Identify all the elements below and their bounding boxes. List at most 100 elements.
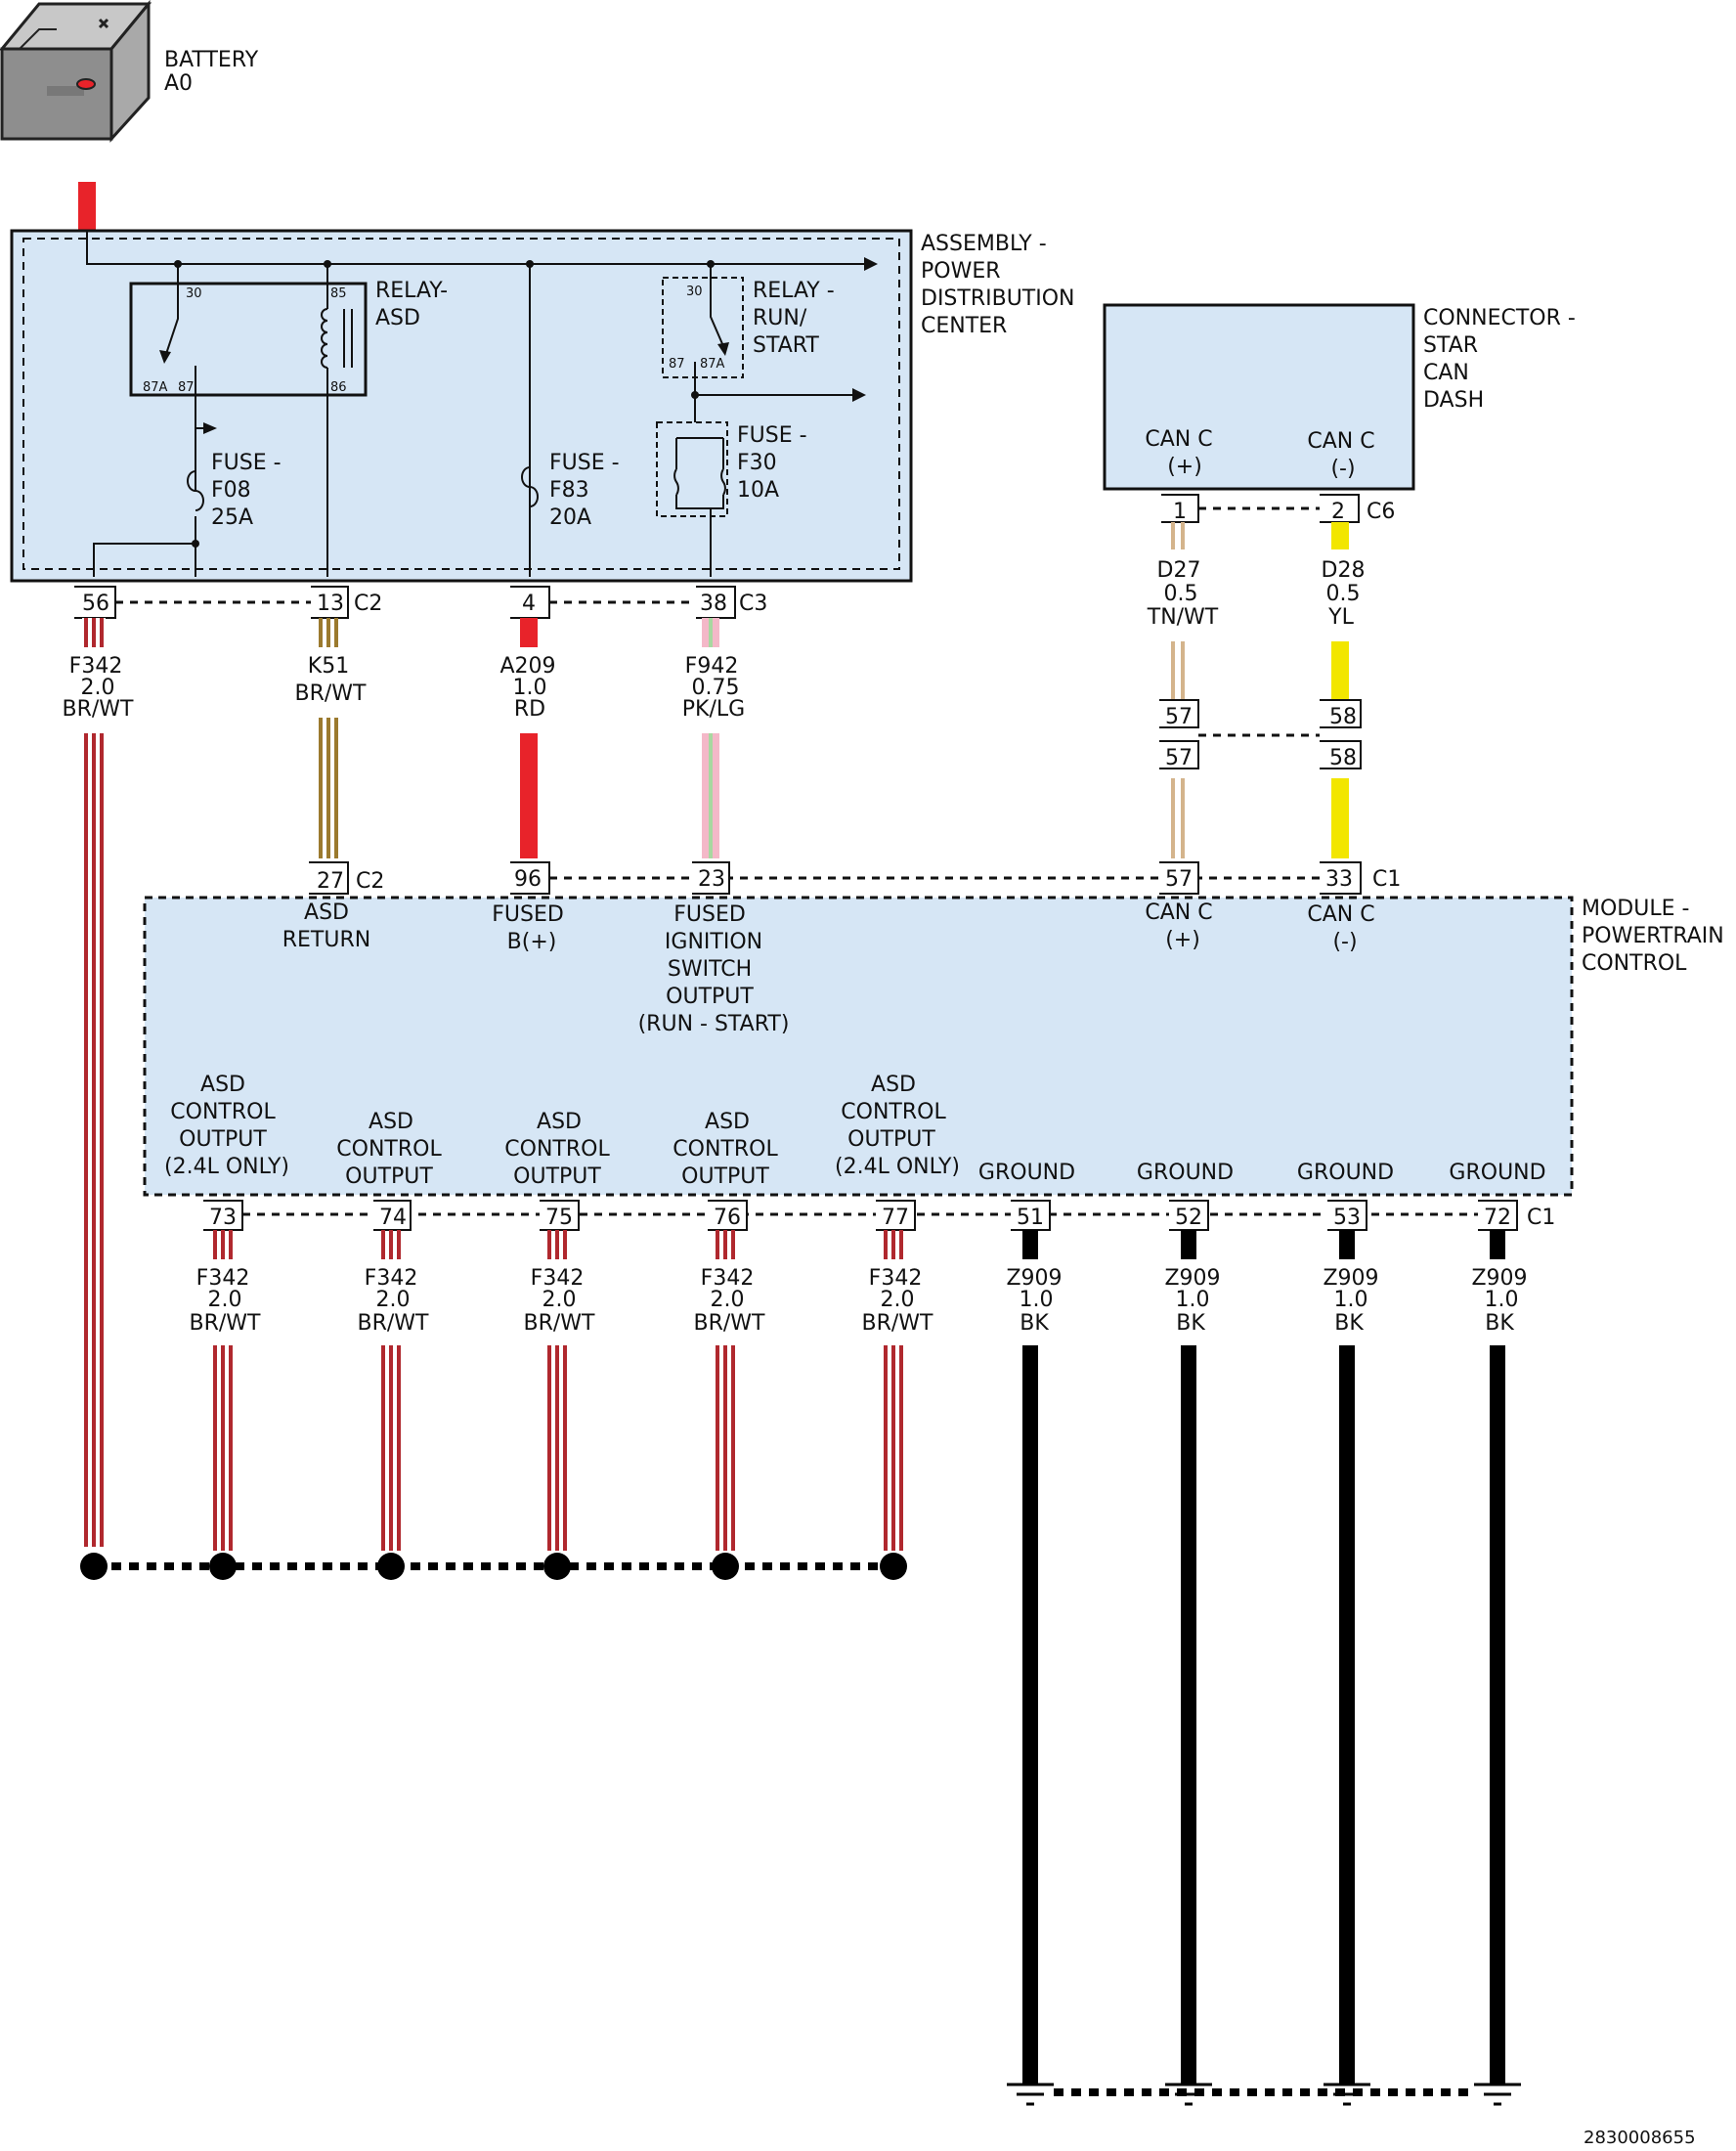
pdc-junction-dots bbox=[174, 260, 715, 548]
pcm-top-connector-c2: C2 bbox=[356, 869, 384, 894]
pcm-out-76-2: CONTROL bbox=[673, 1137, 778, 1162]
fuse-f83-icon bbox=[521, 466, 539, 577]
lower-br-wt-wires bbox=[213, 1230, 903, 1551]
inline-pin-58-top: 58 bbox=[1329, 705, 1357, 729]
lower-wire-74-color: BR/WT bbox=[358, 1311, 430, 1336]
battery-name: BATTERY bbox=[164, 48, 259, 72]
wire-f942 bbox=[702, 618, 719, 858]
pcm-label-can-minus-2: (-) bbox=[1332, 930, 1357, 954]
pcm-label-fused-ign-3: SWITCH bbox=[668, 957, 752, 982]
pcm-pin-57: 57 bbox=[1165, 867, 1193, 892]
pdc-pin-4: 4 bbox=[522, 592, 536, 616]
pdc-inner-border bbox=[22, 238, 900, 570]
lower-wire-74-size: 2.0 bbox=[376, 1288, 411, 1312]
wire-d28-size: 0.5 bbox=[1326, 582, 1361, 606]
inline-pin-boxes bbox=[1159, 699, 1362, 769]
pcm-pin-23: 23 bbox=[698, 867, 725, 892]
pdc-title-2: POWER bbox=[921, 259, 1001, 284]
pcm-out-74-1: ASD bbox=[369, 1110, 413, 1134]
lower-wire-53-size: 1.0 bbox=[1334, 1288, 1368, 1312]
lower-wire-75-color: BR/WT bbox=[524, 1311, 596, 1336]
wire-k51-code: K51 bbox=[308, 654, 349, 679]
svg-text:56 13 4 38: 56 13 4 38 bbox=[82, 592, 727, 616]
wire-d27-color: TN/WT bbox=[1147, 605, 1219, 630]
pcm-pin-53: 53 bbox=[1333, 1206, 1361, 1230]
svg-text:CAN C(+): CAN C(+) bbox=[1145, 427, 1212, 479]
fuse-f08-label-1: FUSE - bbox=[211, 451, 282, 475]
wire-f342-left-code: F342 bbox=[69, 654, 123, 679]
relay-asd-box bbox=[129, 282, 368, 397]
fuse-f30-label-2: F30 bbox=[737, 451, 777, 475]
svg-text:CAN C(-): CAN C(-) bbox=[1307, 902, 1374, 954]
pcm-ground-51: GROUND bbox=[978, 1161, 1075, 1185]
wire-d27-size: 0.5 bbox=[1164, 582, 1198, 606]
lower-wire-72-size: 1.0 bbox=[1485, 1288, 1519, 1312]
wire-f942-code: F942 bbox=[685, 654, 739, 679]
relay-asd-pin-85: 85 bbox=[330, 286, 347, 301]
wire-k51 bbox=[319, 618, 338, 858]
relay-run-start-pin-87a: 87A bbox=[700, 357, 725, 372]
pcm-pin-74: 74 bbox=[379, 1206, 407, 1230]
star-can-box bbox=[1103, 303, 1415, 491]
lower-wire-75-code: F342 bbox=[531, 1266, 585, 1291]
lower-wire-72-code: Z909 bbox=[1471, 1266, 1527, 1291]
pcm-out-75-2: CONTROL bbox=[504, 1137, 610, 1162]
wire-d27-code: D27 bbox=[1157, 558, 1201, 583]
wire-k51-color: BR/WT bbox=[295, 681, 368, 706]
fuse-f30-label-1: FUSE - bbox=[737, 423, 807, 448]
star-can-plus-1: CAN C bbox=[1145, 427, 1212, 452]
pcm-label-fused-ign-4: OUTPUT bbox=[666, 985, 754, 1009]
relay-asd-coil-icon bbox=[321, 308, 353, 369]
inline-pin-57-top: 57 bbox=[1165, 705, 1193, 729]
star-can-pin-2: 2 bbox=[1331, 500, 1345, 524]
wire-a209-code: A209 bbox=[499, 654, 555, 679]
lower-wire-76-color: BR/WT bbox=[694, 1311, 766, 1336]
battery-icon bbox=[0, 0, 152, 143]
figure-id: 2830008655 bbox=[1584, 2128, 1696, 2148]
lower-ground-wires bbox=[1022, 1230, 1505, 2085]
pcm-bottom-pin-boxes bbox=[203, 1200, 1518, 1231]
pcm-pin-72: 72 bbox=[1484, 1206, 1511, 1230]
svg-text:RELAY-ASD: RELAY-ASD bbox=[375, 279, 448, 330]
relay-run-start-label-2: RUN/ bbox=[753, 306, 807, 330]
star-can-title-3: CAN bbox=[1423, 361, 1469, 385]
pcm-label-fused-b-2: B(+) bbox=[507, 930, 557, 954]
relay-run-start-pin-30: 30 bbox=[686, 285, 703, 299]
wire-a209 bbox=[520, 618, 538, 858]
fuse-f08-label-3: 25A bbox=[211, 505, 253, 530]
pcm-bottom-connector-c1: C1 bbox=[1527, 1206, 1555, 1230]
svg-text:30 87 87A: 30 87 87A bbox=[669, 285, 725, 372]
svg-text:27 96 23 57 33: 27 96 23 57 33 bbox=[317, 867, 1353, 894]
lower-wire-53-color: BK bbox=[1334, 1311, 1364, 1336]
relay-run-start-pin-87: 87 bbox=[669, 357, 685, 372]
star-can-title-2: STAR bbox=[1423, 333, 1478, 358]
wire-f342-left-color: BR/WT bbox=[63, 697, 135, 722]
pdc-internal-wiring bbox=[86, 231, 878, 577]
pcm-pin-51: 51 bbox=[1017, 1206, 1044, 1230]
lower-wire-52-size: 1.0 bbox=[1176, 1288, 1210, 1312]
relay-run-start-label-3: START bbox=[753, 333, 819, 358]
pcm-top-pin-boxes bbox=[309, 861, 1362, 895]
pdc-pin-boxes bbox=[74, 586, 736, 619]
fuse-f83-label-2: F83 bbox=[549, 478, 589, 503]
wire-d28-code: D28 bbox=[1322, 558, 1366, 583]
lower-wire-73-size: 2.0 bbox=[208, 1288, 242, 1312]
pcm-label-fused-b-1: FUSED bbox=[492, 902, 564, 927]
pcm-pin-27: 27 bbox=[317, 869, 344, 894]
fuse-f83-label-3: 20A bbox=[549, 505, 591, 530]
pcm-pin-96: 96 bbox=[514, 867, 542, 892]
relay-asd-pin-87: 87 bbox=[178, 380, 195, 395]
lower-wire-52-code: Z909 bbox=[1164, 1266, 1220, 1291]
